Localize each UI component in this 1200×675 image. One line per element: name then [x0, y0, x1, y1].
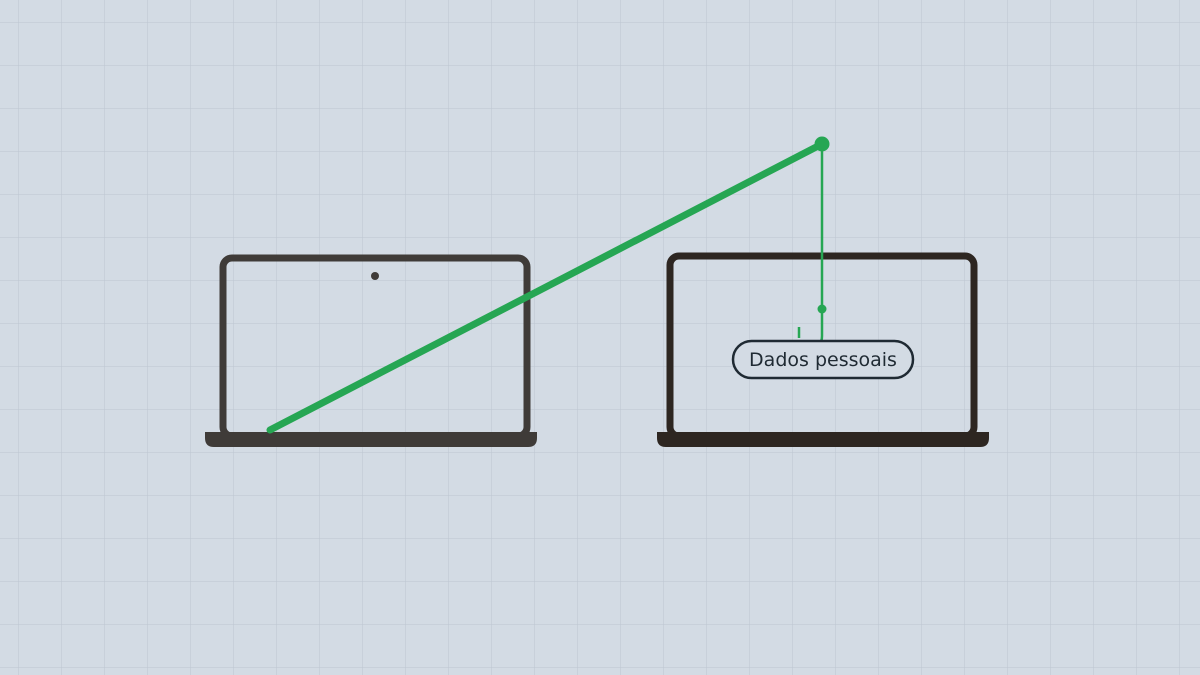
- label-text: Dados pessoais: [749, 349, 897, 371]
- left-laptop-camera: [371, 272, 379, 280]
- label-pill: [731, 339, 915, 380]
- left-laptop-icon: [205, 254, 537, 447]
- personal-data-label: Dados pessoais: [731, 339, 915, 380]
- right-laptop-base: [657, 432, 989, 447]
- fishing-rod: [266, 140, 826, 434]
- left-laptop-base: [205, 432, 537, 447]
